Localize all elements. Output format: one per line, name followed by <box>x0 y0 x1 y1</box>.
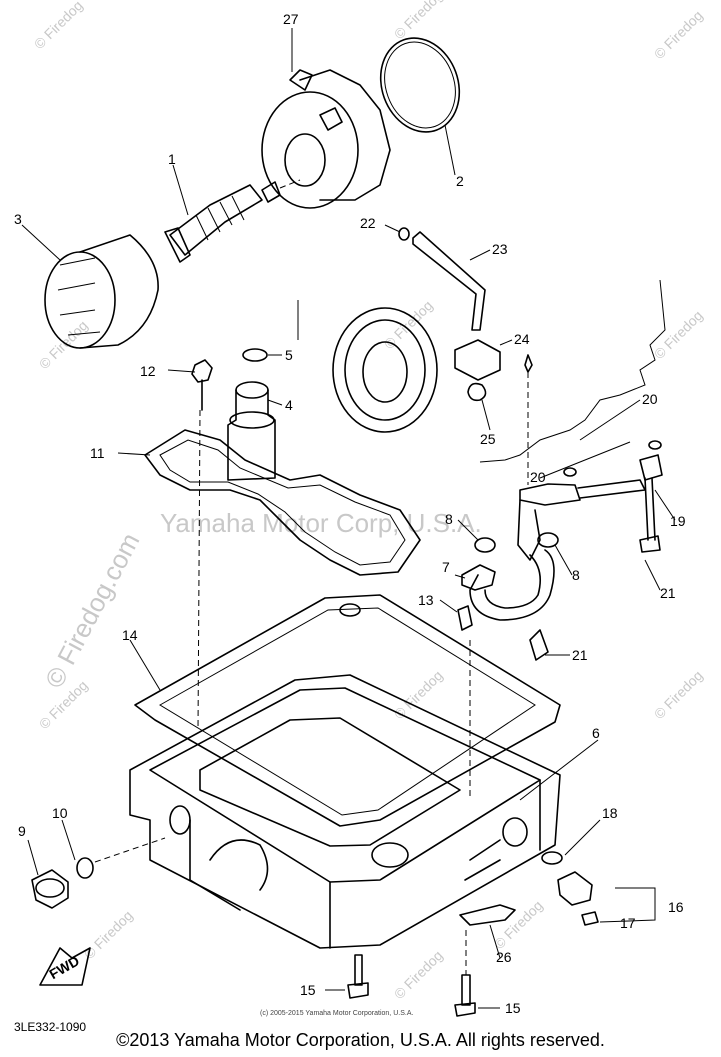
gasket-hole <box>339 603 361 617</box>
callout-20-upper: 20 <box>642 391 658 407</box>
watermark-center: Yamaha Motor Corp, U.S.A. <box>160 508 482 538</box>
oil-pipe-part-23 <box>398 227 486 331</box>
o-ring-part-2 <box>379 37 461 133</box>
oil-filter-part-3 <box>44 234 159 349</box>
callout-26: 26 <box>496 949 512 965</box>
diagram-reference-code: 3LE332-1090 <box>14 1020 87 1034</box>
callout-8-upper: 8 <box>445 511 453 527</box>
oil-cooler-part-27 <box>261 69 391 209</box>
callout-24: 24 <box>514 331 530 347</box>
callout-22: 22 <box>360 215 376 231</box>
callout-4: 4 <box>285 397 293 413</box>
callout-10: 10 <box>52 805 68 821</box>
leader-lines <box>21 28 676 1009</box>
bracket-part-26 <box>459 904 516 926</box>
o-ring-part-2-inner <box>384 41 456 129</box>
bolt-part-15-right <box>454 974 476 1017</box>
callout-25: 25 <box>480 431 496 447</box>
callout-16: 16 <box>668 899 684 915</box>
strainer-leader <box>197 409 201 731</box>
callout-21-upper: 21 <box>660 585 676 601</box>
o-ring-part-18 <box>541 851 563 865</box>
callout-11: 11 <box>90 445 105 461</box>
oil-pan-gasket-part-14-inner <box>159 607 536 816</box>
callout-23: 23 <box>492 241 508 257</box>
bolt-part-15-left <box>347 954 369 999</box>
callout-20-lower: 20 <box>530 469 546 485</box>
union-bolt-part-1 <box>164 179 301 263</box>
callout-3: 3 <box>14 211 22 227</box>
fwd-label: FWD <box>46 952 82 982</box>
watermark-small: © Firedog <box>391 0 446 42</box>
gasket-part-11-inner <box>159 439 406 566</box>
callout-18: 18 <box>602 805 618 821</box>
oil-level-switch-part-16 <box>557 871 593 906</box>
callout-14: 14 <box>122 627 138 643</box>
callout-8-lower: 8 <box>572 567 580 583</box>
clip-part-25 <box>467 382 487 402</box>
callout-13: 13 <box>418 592 434 608</box>
watermark-small: © Firedog <box>651 667 706 722</box>
callout-21-lower: 21 <box>572 647 588 663</box>
drain-plug-leader <box>94 837 166 863</box>
copyright-footer: ©2013 Yamaha Motor Corporation, U.S.A. A… <box>116 1030 605 1050</box>
callout-12: 12 <box>140 363 156 379</box>
gasket-part-11 <box>144 429 421 576</box>
callout-17: 17 <box>620 915 636 931</box>
o-ring-part-5 <box>242 348 268 362</box>
oil-strainer-part-4 <box>227 381 276 481</box>
engine-outline <box>297 279 666 463</box>
screw-part-17 <box>581 911 599 926</box>
callout-27: 27 <box>283 11 299 27</box>
gasket-part-10 <box>76 857 94 879</box>
callout-9: 9 <box>18 823 26 839</box>
watermark-small: © Firedog <box>391 947 446 1002</box>
crankcase-cover <box>332 307 438 433</box>
watermark-small: © Firedog <box>651 7 706 62</box>
watermark-small: © Firedog <box>36 317 91 372</box>
bolt-part-12 <box>191 359 213 411</box>
callout-2: 2 <box>456 173 464 189</box>
callout-15-left: 15 <box>300 982 316 998</box>
callout-1: 1 <box>168 151 176 167</box>
callout-6: 6 <box>592 725 600 741</box>
watermark-small: © Firedog <box>381 297 436 352</box>
callout-5: 5 <box>285 347 293 363</box>
watermark-side: © Firedog.com <box>39 528 146 693</box>
drain-plug-part-9 <box>31 869 69 909</box>
oil-pan-part-6 <box>129 674 561 949</box>
callout-15-right: 15 <box>505 1000 521 1016</box>
small-copyright: (c) 2005-2015 Yamaha Motor Corporation, … <box>260 1010 414 1017</box>
callout-19: 19 <box>670 513 686 529</box>
watermark-small: © Firedog <box>651 307 706 362</box>
oil-delivery-pipe <box>457 354 663 661</box>
callout-7: 7 <box>442 559 450 575</box>
damper-part-24 <box>454 339 501 381</box>
watermark-small: © Firedog <box>31 0 86 52</box>
oil-pan-gasket-part-14 <box>134 594 561 827</box>
